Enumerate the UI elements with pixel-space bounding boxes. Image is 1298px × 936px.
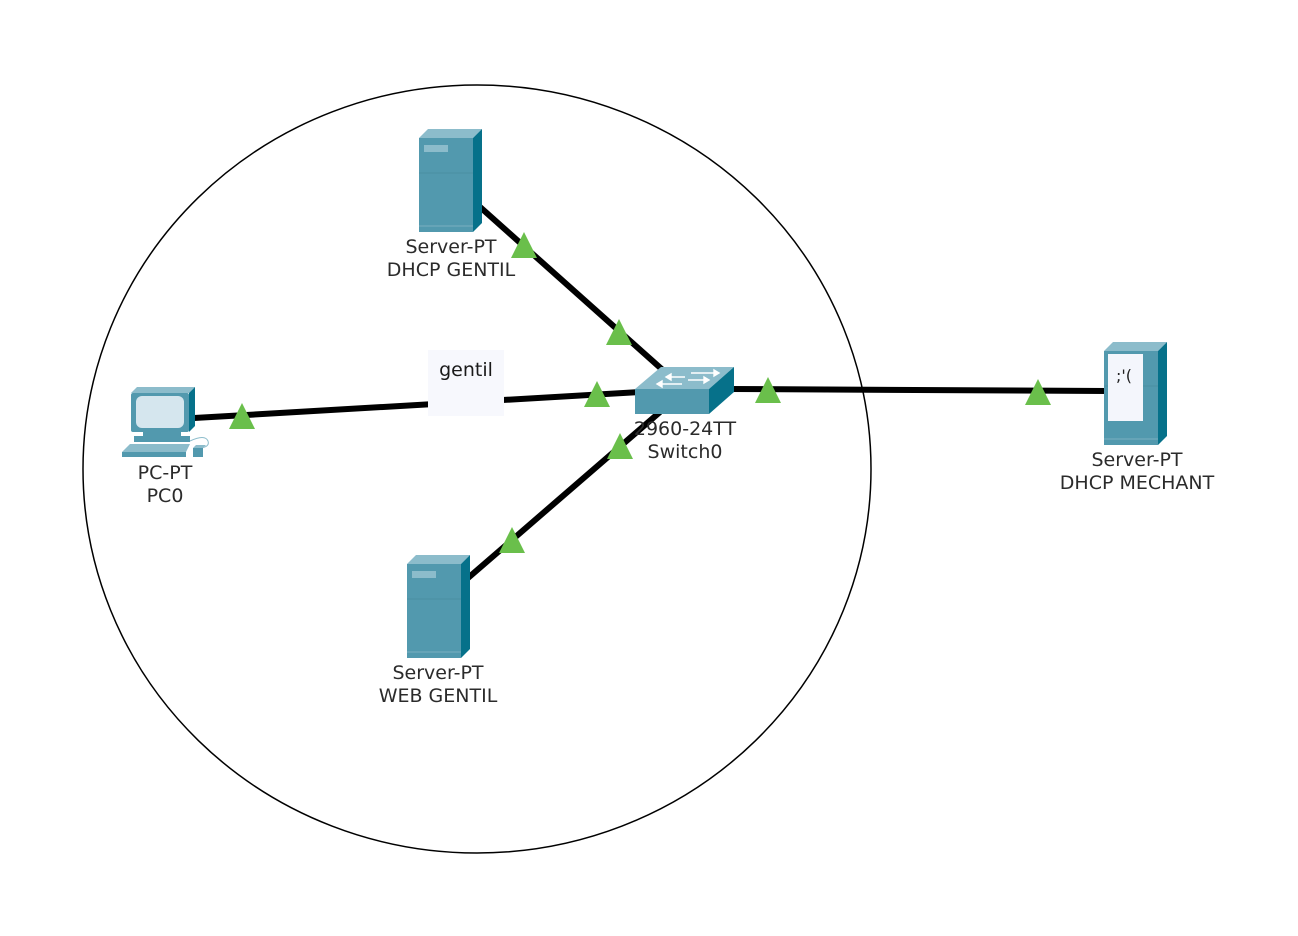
device-name: DHCP MECHANT [1059, 472, 1215, 494]
server-icon [1104, 342, 1167, 445]
note-gentil[interactable]: gentil [439, 359, 493, 381]
server-icon [407, 555, 470, 658]
links [193, 204, 1108, 581]
link-status-up-icon [755, 377, 781, 403]
pc-icon [122, 387, 209, 457]
link-status-up-icon [584, 381, 610, 407]
device-model: PC-PT [137, 462, 193, 484]
device-web-gentil[interactable] [407, 555, 470, 658]
link-dhcp-gentil-switch0[interactable] [478, 204, 667, 375]
device-model: 2960-24TT [633, 418, 737, 440]
label-pc0: PC-PT PC0 [138, 462, 193, 508]
device-name: PC0 [146, 485, 184, 507]
area-circle[interactable] [82, 84, 872, 854]
link-status-indicators [229, 232, 1051, 553]
switch-icon [635, 367, 734, 414]
link-status-up-icon [1025, 379, 1051, 405]
device-dhcp-mechant[interactable]: ;'( [1104, 342, 1167, 445]
link-status-up-icon [607, 433, 633, 459]
link-status-up-icon [606, 319, 632, 345]
label-dhcp-mechant: Server-PT DHCP MECHANT [1060, 449, 1214, 495]
device-model: Server-PT [1091, 449, 1183, 471]
device-dhcp-gentil[interactable] [419, 129, 482, 232]
note-background [428, 350, 504, 416]
link-status-up-icon [511, 232, 537, 258]
device-name: WEB GENTIL [378, 685, 498, 707]
link-web-gentil-switch0[interactable] [466, 409, 662, 581]
device-name: Switch0 [647, 441, 723, 463]
device-name: DHCP GENTIL [386, 259, 516, 281]
device-model: Server-PT [405, 236, 497, 258]
device-switch0[interactable] [635, 367, 734, 414]
label-web-gentil: Server-PT WEB GENTIL [379, 662, 498, 708]
link-pc0-switch0[interactable] [193, 389, 641, 421]
device-model: Server-PT [392, 662, 484, 684]
server-screen-text: ;'( [1116, 366, 1132, 385]
label-dhcp-gentil: Server-PT DHCP GENTIL [387, 236, 515, 282]
link-switch0-dhcp-mechant[interactable] [729, 386, 1108, 394]
server-icon [419, 129, 482, 232]
link-status-up-icon [229, 403, 255, 429]
device-pc0[interactable] [122, 387, 209, 457]
label-switch0: 2960-24TT Switch0 [634, 418, 736, 464]
link-status-up-icon [499, 527, 525, 553]
